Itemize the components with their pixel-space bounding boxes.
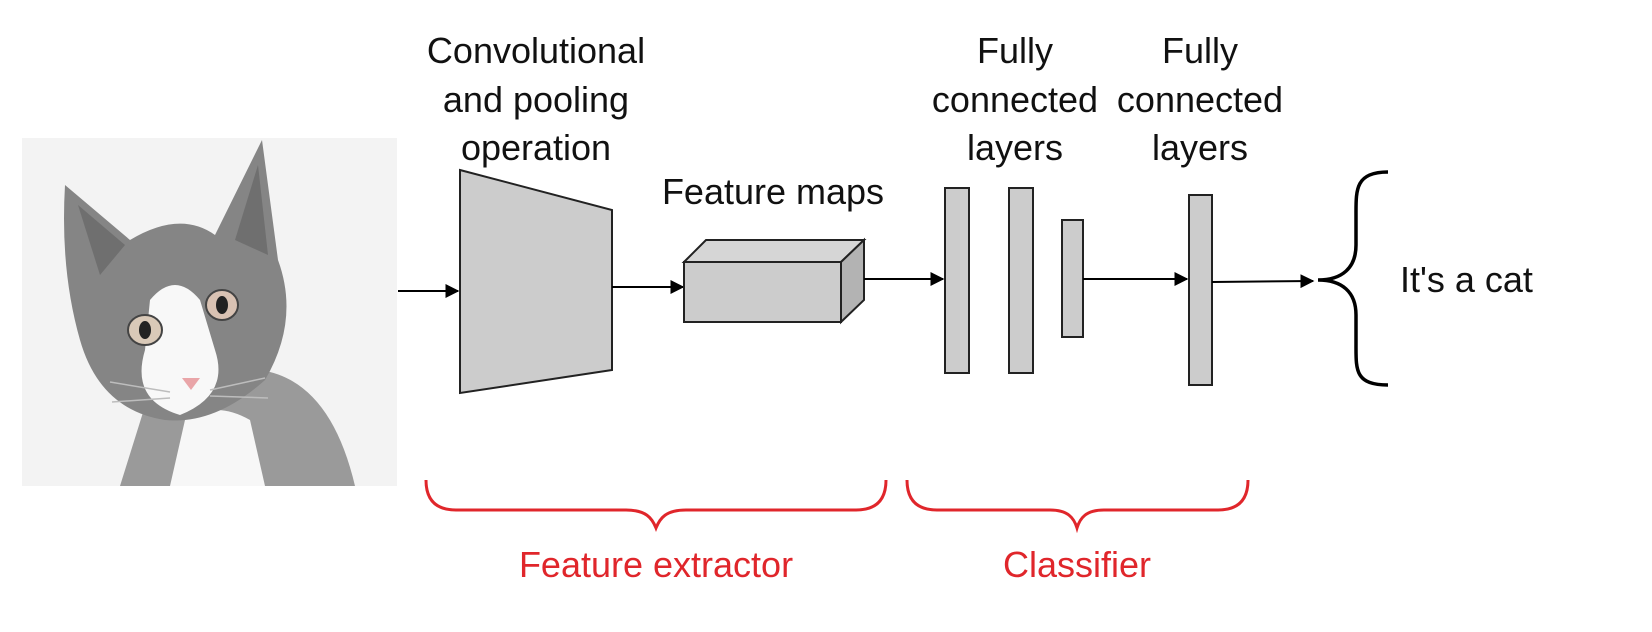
fc-layer-2 (1008, 187, 1034, 374)
cat-face-white (141, 285, 219, 415)
cat-chest (170, 410, 265, 486)
cat-nose (182, 378, 200, 390)
conv-label-line2: and pooling (443, 79, 629, 120)
fc-layer-1 (944, 187, 970, 374)
cat-head (64, 140, 287, 421)
cat-right-ear (235, 165, 268, 255)
input-cat-image (22, 138, 397, 486)
feature-maps-label: Feature maps (662, 171, 884, 212)
fc2-label-line1: Fully (1162, 30, 1238, 71)
fc1-label-line2: connected (932, 79, 1098, 120)
fc-layer-4 (1188, 194, 1213, 386)
fc1-label-line3: layers (967, 127, 1063, 168)
cat-whiskers (109, 377, 269, 403)
feature-extractor-brace (424, 479, 888, 533)
output-label: It's a cat (1400, 259, 1533, 300)
cat-left-ear (78, 205, 125, 275)
arrow-fc-to-output (1211, 274, 1315, 289)
classifier-label: Classifier (1003, 544, 1151, 585)
classifier-brace (905, 479, 1250, 534)
conv-pooling-block (459, 168, 613, 395)
fc2-label-line2: connected (1117, 79, 1283, 120)
feature-extractor-label: Feature extractor (519, 544, 793, 585)
fc2-label-line3: layers (1152, 127, 1248, 168)
conv-label-line3: operation (461, 127, 611, 168)
fc-layer-3 (1061, 219, 1084, 338)
feature-maps-block (681, 237, 867, 325)
output-brace (1317, 170, 1389, 387)
conv-label-line1: Convolutional (427, 30, 645, 71)
fc1-label-line1: Fully (977, 30, 1053, 71)
